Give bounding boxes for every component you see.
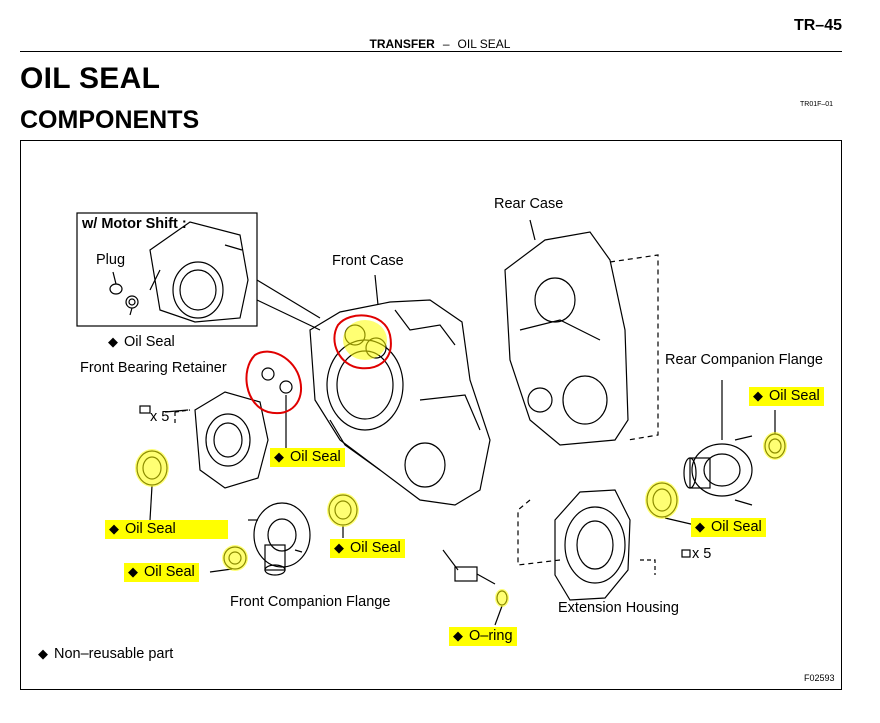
label-front-bearing-retainer: Front Bearing Retainer [80, 360, 227, 376]
legend: ◆ Non–reusable part [38, 646, 173, 662]
non-reusable-marker: ◆ [274, 449, 284, 464]
header-section: TRANSFER [369, 37, 435, 51]
label-oil-seal-left-lower: Oil Seal [144, 564, 195, 580]
inset-title: w/ Motor Shift : [82, 216, 187, 232]
label-front-case: Front Case [332, 253, 404, 269]
figure-code: F02593 [804, 673, 835, 683]
label-oil-seal-rear-lower: Oil Seal [711, 519, 762, 535]
label-bolt-count-left: x 5 [150, 409, 170, 425]
running-header: TRANSFER–OIL SEAL [0, 37, 880, 51]
legend-text: Non–reusable part [54, 646, 174, 662]
label-oil-seal-case: Oil Seal [290, 449, 341, 465]
page-title: OIL SEAL [20, 62, 161, 95]
non-reusable-marker: ◆ [753, 388, 763, 403]
label-extension-housing: Extension Housing [558, 600, 679, 616]
label-oil-seal-left-group: ◆ Oil Seal [105, 520, 228, 539]
label-o-ring: O–ring [469, 628, 513, 644]
label-oil-seal-rear-flange: Oil Seal [769, 388, 820, 404]
label-oil-seal-rear-flange-group: ◆ Oil Seal [749, 387, 824, 406]
header-separator: – [442, 37, 450, 51]
label-oil-seal-case-group: ◆ Oil Seal [270, 448, 345, 467]
non-reusable-marker: ◆ [109, 521, 119, 536]
header-rule [20, 51, 842, 52]
label-o-ring-group: ◆ O–ring [449, 627, 517, 646]
non-reusable-marker: ◆ [108, 334, 118, 349]
label-oil-seal-rear-lower-group: ◆ Oil Seal [691, 518, 766, 537]
label-bolt-count-right: x 5 [692, 546, 712, 562]
non-reusable-marker: ◆ [128, 564, 138, 579]
doc-code: TR01F–01 [800, 101, 834, 108]
header-topic: OIL SEAL [457, 37, 511, 51]
non-reusable-marker: ◆ [695, 519, 705, 534]
label-front-companion-flange: Front Companion Flange [230, 594, 391, 610]
label-inset-oil-seal: Oil Seal [124, 334, 175, 350]
label-oil-seal-left: Oil Seal [125, 521, 176, 537]
label-oil-seal-center: Oil Seal [350, 540, 401, 556]
page-number: TR–45 [793, 17, 842, 34]
label-plug: Plug [96, 252, 126, 268]
label-inset-oil-seal-group: ◆ Oil Seal [108, 334, 175, 350]
non-reusable-marker: ◆ [334, 540, 344, 555]
label-oil-seal-center-group: ◆ Oil Seal [330, 539, 405, 558]
legend-symbol: ◆ [38, 646, 48, 661]
label-rear-companion-flange: Rear Companion Flange [665, 352, 823, 368]
label-oil-seal-left-lower-group: ◆ Oil Seal [124, 563, 199, 582]
page-subtitle: COMPONENTS [20, 106, 200, 134]
figure-frame [20, 140, 842, 690]
non-reusable-marker: ◆ [453, 628, 463, 643]
label-rear-case: Rear Case [494, 196, 564, 212]
inset-box [76, 212, 258, 327]
